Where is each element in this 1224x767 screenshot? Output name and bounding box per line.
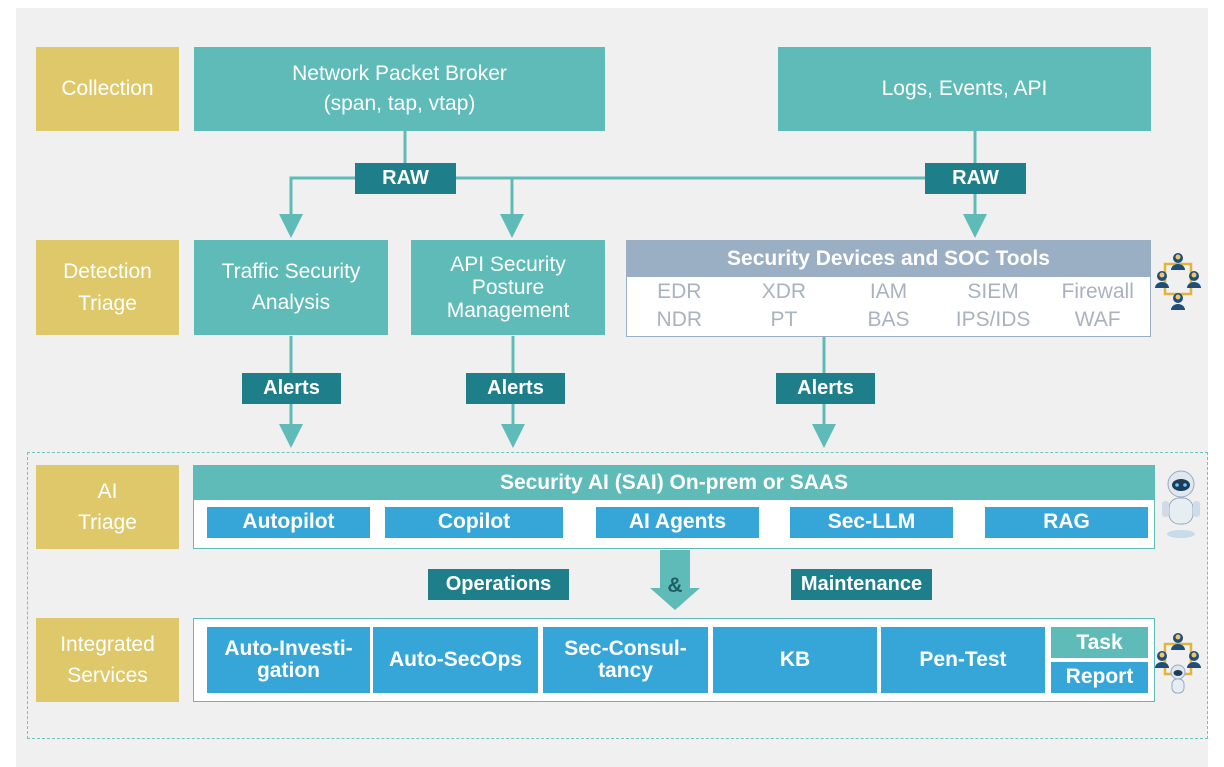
maintenance-tag: Maintenance bbox=[791, 569, 932, 600]
traffic-line-2: Analysis bbox=[251, 290, 331, 314]
module-copilot: Copilot bbox=[385, 507, 563, 538]
soc-tools-grid: EDR XDR IAM SIEM Firewall NDR PT BAS IPS… bbox=[627, 279, 1150, 333]
logs-events-box: Logs, Events, API bbox=[778, 47, 1151, 131]
api-line-3: Management bbox=[446, 299, 570, 323]
logs-label: Logs, Events, API bbox=[881, 76, 1048, 100]
row-label-text: Detection Triage bbox=[63, 260, 152, 315]
alerts-tag-traffic: Alerts bbox=[242, 373, 341, 404]
module-label: RAG bbox=[1043, 510, 1090, 534]
service-label: Auto-Investi- gation bbox=[224, 636, 353, 682]
row-label-integrated: Integrated Services bbox=[36, 618, 179, 702]
row-label-text: Integrated Services bbox=[60, 632, 155, 688]
service-label: Sec-Consul- tancy bbox=[564, 636, 687, 682]
network-packet-broker-box: Network Packet Broker (span, tap, vtap) bbox=[194, 47, 605, 131]
service-auto-secops: Auto-SecOps bbox=[373, 627, 538, 693]
alerts-tag-api: Alerts bbox=[466, 373, 565, 404]
service-auto-investigation: Auto-Investi- gation bbox=[207, 627, 370, 693]
service-report: Report bbox=[1051, 662, 1148, 693]
row-label-detection: Detection Triage bbox=[36, 240, 179, 335]
soc-tool: PT bbox=[770, 308, 798, 331]
soc-tool: EDR bbox=[657, 280, 702, 303]
module-autopilot: Autopilot bbox=[207, 507, 370, 538]
ampersand-text: & bbox=[667, 574, 683, 597]
alerts-tag-soc: Alerts bbox=[776, 373, 875, 404]
row-label-text: Collection bbox=[61, 77, 154, 101]
raw-text: RAW bbox=[382, 167, 429, 189]
soc-tools-header: Security Devices and SOC Tools bbox=[627, 241, 1150, 277]
team-robot-icon bbox=[1155, 633, 1201, 694]
module-label: Copilot bbox=[437, 510, 511, 534]
task-text: Task bbox=[1076, 630, 1123, 654]
api-line-1: API Security bbox=[450, 252, 566, 276]
service-task: Task bbox=[1051, 627, 1148, 658]
module-sec-llm: Sec-LLM bbox=[790, 507, 953, 538]
soc-tool: BAS bbox=[867, 308, 910, 331]
service-label: Pen-Test bbox=[919, 647, 1007, 671]
module-label: Autopilot bbox=[242, 510, 335, 534]
npb-line-1: Network Packet Broker bbox=[292, 61, 507, 85]
alerts-text: Alerts bbox=[797, 377, 854, 399]
soc-tool: Firewall bbox=[1061, 280, 1134, 303]
alerts-text: Alerts bbox=[487, 377, 544, 399]
row-label-text: AI Triage bbox=[78, 479, 137, 535]
soc-tool: WAF bbox=[1074, 308, 1121, 331]
row-label-ai: AI Triage bbox=[36, 465, 179, 549]
soc-title: Security Devices and SOC Tools bbox=[727, 247, 1050, 270]
module-ai-agents: AI Agents bbox=[596, 507, 759, 538]
api-line-2: Posture bbox=[471, 275, 545, 299]
maintenance-text: Maintenance bbox=[800, 573, 923, 595]
report-text: Report bbox=[1065, 665, 1134, 689]
ampersand-label: & bbox=[663, 574, 687, 600]
soc-tool: IPS/IDS bbox=[955, 308, 1031, 331]
raw-text: RAW bbox=[952, 167, 999, 189]
soc-tool: NDR bbox=[656, 308, 703, 331]
module-label: Sec-LLM bbox=[827, 510, 916, 534]
raw-tag-left: RAW bbox=[355, 163, 456, 194]
soc-tools-box: Security Devices and SOC Tools EDR XDR I… bbox=[626, 240, 1151, 337]
traffic-line-1: Traffic Security bbox=[221, 260, 361, 284]
soc-tool: IAM bbox=[869, 280, 908, 303]
module-rag: RAG bbox=[985, 507, 1148, 538]
service-label: KB bbox=[779, 647, 811, 671]
soc-tool: XDR bbox=[761, 280, 807, 303]
soc-tool: SIEM bbox=[967, 280, 1019, 303]
service-sec-consultancy: Sec-Consul- tancy bbox=[543, 627, 708, 693]
service-label: Auto-SecOps bbox=[388, 647, 522, 671]
traffic-security-box: Traffic Security Analysis bbox=[194, 240, 388, 335]
service-kb: KB bbox=[713, 627, 877, 693]
operations-text: Operations bbox=[445, 573, 552, 595]
sai-title: Security AI (SAI) On-prem or SAAS bbox=[499, 471, 849, 494]
raw-tag-right: RAW bbox=[925, 163, 1026, 194]
api-security-box: API Security Posture Management bbox=[411, 240, 605, 335]
module-label: AI Agents bbox=[628, 510, 727, 534]
row-label-collection: Collection bbox=[36, 47, 179, 131]
sai-header: Security AI (SAI) On-prem or SAAS bbox=[194, 466, 1154, 500]
operations-tag: Operations bbox=[428, 569, 569, 600]
robot-icon bbox=[1162, 470, 1200, 538]
npb-line-2: (span, tap, vtap) bbox=[323, 92, 476, 115]
service-pen-test: Pen-Test bbox=[881, 627, 1045, 693]
team-icon bbox=[1155, 253, 1201, 310]
ai-region-border bbox=[27, 452, 1208, 739]
alerts-text: Alerts bbox=[263, 377, 320, 399]
